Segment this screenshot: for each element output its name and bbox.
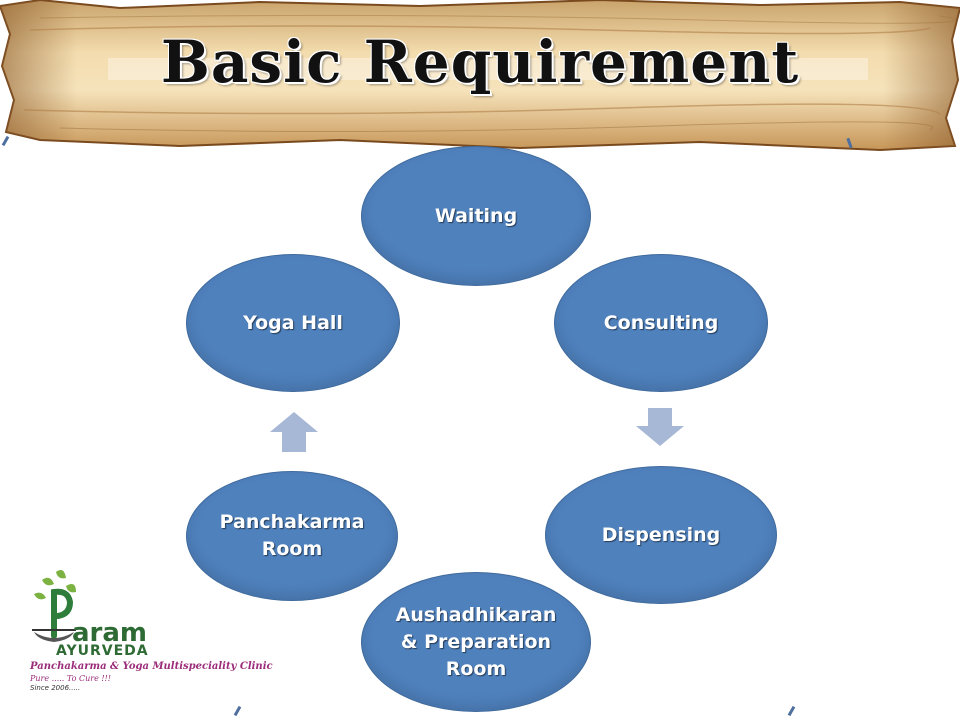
arrow-down-icon	[636, 408, 684, 446]
clinic-logo: aram AYURVEDA Panchakarma & Yoga Multisp…	[28, 566, 273, 692]
node-waiting-label: Waiting	[434, 204, 518, 227]
node-dispensing: Dispensing	[545, 466, 777, 604]
node-consulting: Consulting	[554, 254, 768, 392]
node-panchakarma: Panchakarma Room	[186, 471, 398, 601]
decor-tick	[787, 705, 796, 717]
node-dispensing-label: Dispensing	[601, 523, 721, 546]
leaf-logo-icon	[32, 570, 76, 642]
node-panchakarma-label: Panchakarma Room	[219, 511, 365, 560]
decor-tick	[233, 705, 242, 717]
node-aushadhikaran: Aushadhikaran & Preparation Room	[361, 572, 591, 712]
slide-title: Basic Requirement	[160, 28, 800, 96]
logo-brand: AYURVEDA	[56, 643, 149, 659]
node-aushadhikaran-label: Aushadhikaran & Preparation Room	[395, 603, 557, 680]
logo-since: Since 2006.....	[30, 684, 81, 692]
node-yoga: Yoga Hall	[186, 254, 400, 392]
logo-motto: Pure ..... To Cure !!!	[30, 674, 111, 683]
node-waiting: Waiting	[361, 146, 591, 286]
node-consulting-label: Consulting	[603, 311, 719, 334]
arrow-up-icon	[270, 412, 318, 452]
title-banner	[0, 0, 960, 152]
node-yoga-label: Yoga Hall	[243, 311, 343, 334]
logo-tagline: Panchakarma & Yoga Multispeciality Clini…	[30, 661, 273, 672]
logo-name: aram	[72, 618, 148, 648]
